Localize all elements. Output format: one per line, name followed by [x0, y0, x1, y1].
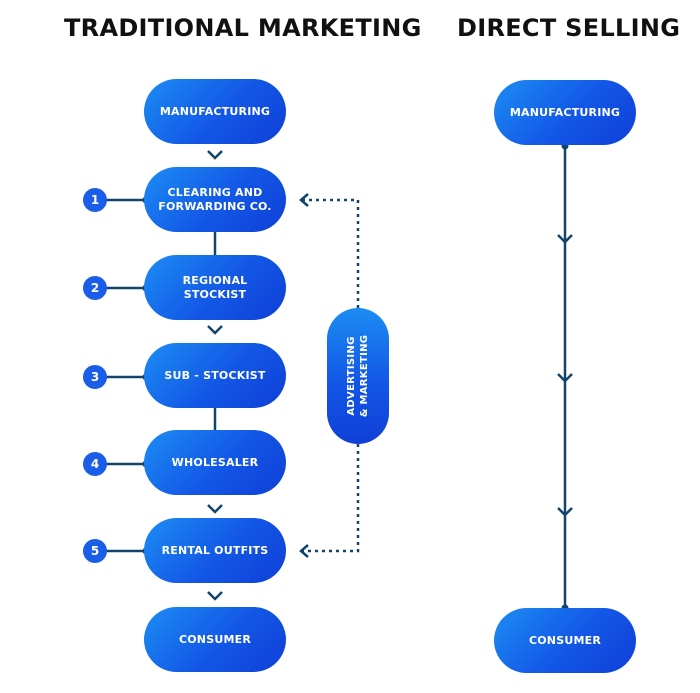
node-label: RENTAL OUTFITS [161, 543, 269, 557]
step-number-2: 2 [83, 276, 107, 300]
chevron-down-icon [557, 234, 573, 244]
node-label: SUB - STOCKIST [164, 368, 266, 382]
node-direct-manufacturing: MANUFACTURING [494, 80, 636, 145]
node-label: ADVERTISING & MARKETING [346, 334, 370, 418]
step-number-4: 4 [83, 452, 107, 476]
node-regional-stockist: REGIONAL STOCKIST [144, 255, 286, 320]
dotted-connector-bottom [300, 444, 360, 553]
title-direct-selling: DIRECT SELLING [457, 14, 681, 42]
step-number-1: 1 [83, 188, 107, 212]
node-wholesaler: WHOLESALER [144, 430, 286, 495]
chevron-down-icon [557, 373, 573, 383]
node-manufacturing: MANUFACTURING [144, 79, 286, 144]
step-number-5: 5 [83, 539, 107, 563]
step-number-3: 3 [83, 365, 107, 389]
node-label: MANUFACTURING [159, 104, 271, 118]
arrow-left-icon [299, 193, 309, 207]
node-label: CONSUMER [178, 632, 251, 646]
chevron-down-icon [207, 504, 223, 514]
node-label: WHOLESALER [171, 455, 259, 469]
arrow-left-icon [299, 544, 309, 558]
node-label: CONSUMER [528, 633, 601, 647]
node-direct-consumer: CONSUMER [494, 608, 636, 673]
dotted-connector-top [300, 198, 360, 308]
node-label: CLEARING AND FORWARDING CO. [158, 185, 272, 213]
node-sub-stockist: SUB - STOCKIST [144, 343, 286, 408]
chevron-down-icon [207, 325, 223, 335]
node-advertising-marketing: ADVERTISING & MARKETING [327, 308, 389, 444]
chevron-down-icon [557, 507, 573, 517]
node-clearing-forwarding: CLEARING AND FORWARDING CO. [144, 167, 286, 232]
node-label: REGIONAL STOCKIST [182, 273, 248, 301]
node-consumer: CONSUMER [144, 607, 286, 672]
chevron-down-icon [207, 591, 223, 601]
title-traditional-marketing: TRADITIONAL MARKETING [64, 14, 422, 42]
chevron-down-icon [207, 150, 223, 160]
node-label: MANUFACTURING [509, 105, 621, 119]
node-rental-outfits: RENTAL OUTFITS [144, 518, 286, 583]
